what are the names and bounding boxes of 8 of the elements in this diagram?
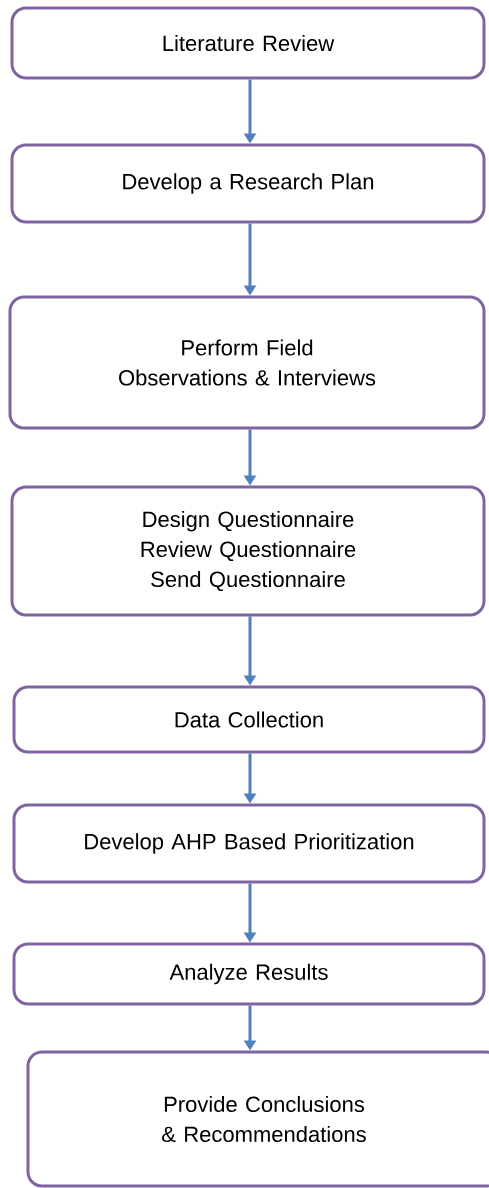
process-box: Perform Field Observations & Interviews: [8, 295, 486, 430]
process-box: Design Questionnaire Review Questionnaire Send Questionnaire: [10, 485, 486, 617]
process-box: Data Collection: [12, 685, 486, 754]
process-box: Provide Conclusions & Recommendations: [26, 1050, 489, 1188]
process-box: Analyze Results: [12, 942, 486, 1006]
process-box: Develop AHP Based Prioritization: [12, 803, 486, 884]
process-box: Literature Review: [10, 6, 486, 80]
process-box: Develop a Research Plan: [10, 143, 486, 224]
